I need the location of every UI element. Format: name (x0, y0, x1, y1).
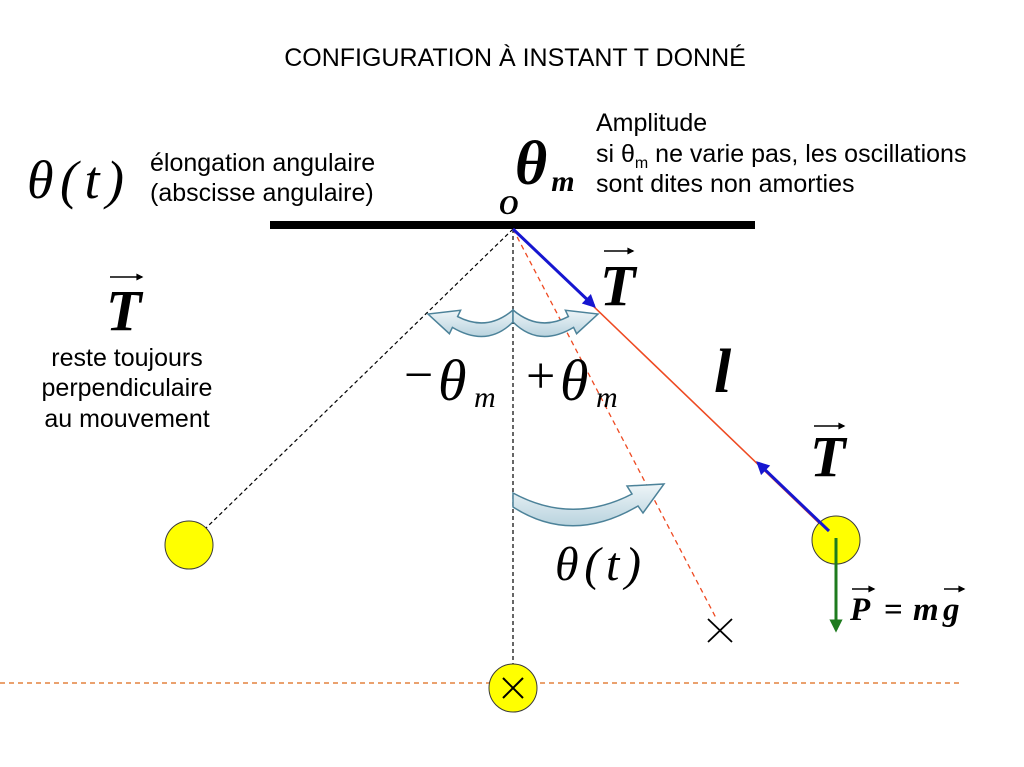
tension-note-line-2: perpendiculaire (42, 374, 213, 402)
position-cross-icon (707, 618, 733, 643)
amplitude-theta: θ (515, 130, 547, 198)
tension-symbol-pivot: T (600, 253, 638, 318)
tension-note-line-1: reste toujours (51, 344, 202, 372)
tension-vector-pivot (511, 227, 596, 308)
rotation-arrow-current-angle (512, 483, 666, 527)
amplitude-condition-subscript: m (635, 155, 648, 172)
weight-symbol: P (849, 592, 871, 628)
tension-vector-bob (756, 461, 831, 533)
amplitude-condition-suffix: ne varie pas, les oscillations (648, 140, 966, 168)
pivot-label: O (499, 190, 519, 220)
gravity-symbol: g (942, 592, 960, 628)
amplitude-subscript: m (551, 165, 574, 198)
minus-sign: − (404, 347, 433, 404)
tension-symbol-left: T (106, 278, 144, 343)
negative-amplitude-subscript: m (474, 381, 496, 414)
current-angle-label: θ(t) (555, 538, 641, 591)
intermediate-thread-dashed (512, 228, 717, 619)
elongation-symbol: θ(t) (27, 150, 124, 210)
slide-title: CONFIGURATION À INSTANT T DONNÉ (284, 43, 746, 72)
tension-symbol-bob: T (810, 424, 848, 489)
mass-symbol: m (913, 592, 939, 628)
positive-amplitude-subscript: m (596, 381, 618, 414)
support-bar (270, 221, 755, 229)
length-label: l (714, 338, 732, 406)
elongation-label-line-1: élongation angulaire (150, 149, 375, 177)
negative-amplitude-theta: θ (438, 348, 467, 413)
equals-sign: = (884, 592, 903, 628)
equilibrium-cross-icon (502, 677, 524, 699)
rotation-arrow-negative (426, 308, 514, 338)
rotation-arrow-positive (512, 308, 600, 338)
amplitude-conclusion-line: sont dites non amorties (596, 170, 854, 198)
bob-left-extreme (164, 520, 214, 570)
positive-amplitude-theta: θ (560, 348, 589, 413)
plus-sign: + (526, 348, 555, 405)
amplitude-condition-prefix: si θ (596, 140, 635, 168)
tension-note-line-3: au mouvement (44, 405, 209, 433)
amplitude-heading: Amplitude (596, 109, 707, 137)
elongation-label-line-2: (abscisse angulaire) (150, 179, 374, 207)
bob-equilibrium (488, 663, 538, 713)
amplitude-condition-line: si θm ne varie pas, les oscillations (596, 140, 966, 172)
extreme-position-thread (205, 228, 514, 529)
